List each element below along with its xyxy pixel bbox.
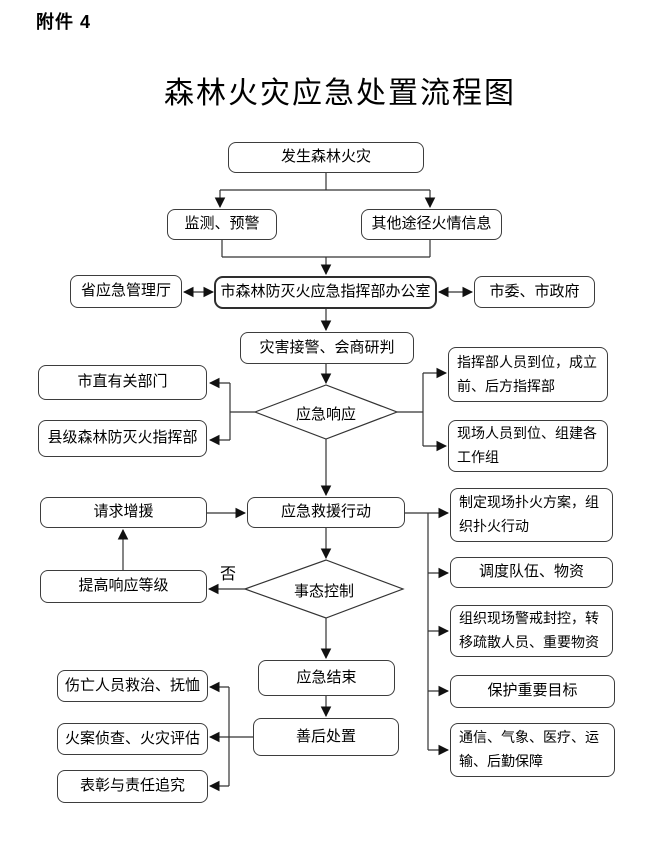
edge-label-no: 否 <box>220 566 237 583</box>
node-monitor: 监测、预警 <box>167 209 277 240</box>
node-aftermath: 善后处置 <box>253 718 399 756</box>
edge-merge <box>221 240 431 258</box>
node-province-dept: 省应急管理厅 <box>70 275 182 308</box>
edge-response-right <box>397 373 424 446</box>
node-commend: 表彰与责任追究 <box>57 770 208 803</box>
node-dispatch: 调度队伍、物资 <box>450 557 613 588</box>
node-county-hq: 县级森林防灭火指挥部 <box>38 420 207 457</box>
node-alarm: 灾害接警、会商研判 <box>240 332 414 364</box>
decision-control-label: 事态控制 <box>293 583 354 600</box>
node-city-gov: 市委、市政府 <box>474 276 595 308</box>
node-end: 应急结束 <box>258 660 395 696</box>
edge-response-left <box>229 383 255 440</box>
node-reinforce: 请求增援 <box>40 497 207 528</box>
node-start: 发生森林火灾 <box>228 142 424 173</box>
node-city-depts: 市直有关部门 <box>38 365 207 400</box>
decision-response-shape <box>253 384 399 440</box>
node-raise-level: 提高响应等级 <box>40 570 207 603</box>
node-office: 市森林防灭火应急指挥部办公室 <box>214 276 437 309</box>
node-plan: 制定现场扑火方案，组织扑火行动 <box>450 488 613 542</box>
node-rescue: 应急救援行动 <box>247 497 405 528</box>
attachment-label: 附件 4 <box>36 12 92 32</box>
node-comm-support: 通信、气象、医疗、运输、后勤保障 <box>450 723 615 777</box>
decision-response-label: 应急响应 <box>295 406 356 423</box>
node-protect: 保护重要目标 <box>450 675 615 708</box>
node-hq-ready: 指挥部人员到位，成立前、后方指挥部 <box>448 347 608 402</box>
decision-control-shape <box>243 559 405 619</box>
node-other-info: 其他途径火情信息 <box>361 209 502 240</box>
edge-rescue-trunk <box>405 512 429 750</box>
page-title: 森林火灾应急处置流程图 <box>164 77 516 110</box>
node-cordon: 组织现场警戒封控，转移疏散人员、重要物资 <box>450 605 613 657</box>
node-investigation: 火案侦查、火灾评估 <box>57 723 208 755</box>
edge-aftermath-trunk <box>228 687 253 786</box>
edge-start-split <box>220 173 430 191</box>
node-onsite-ready: 现场人员到位、组建各工作组 <box>448 420 608 472</box>
node-casualty: 伤亡人员救治、抚恤 <box>57 670 208 702</box>
